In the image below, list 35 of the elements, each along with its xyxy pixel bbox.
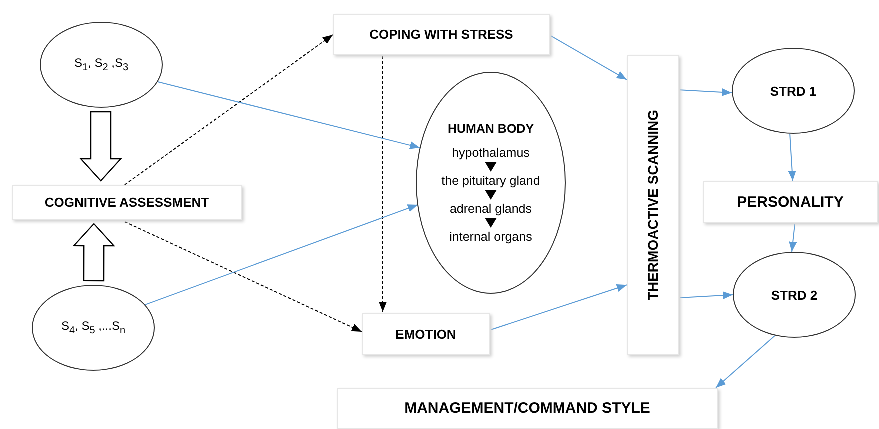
arrow <box>80 111 122 182</box>
process-box <box>703 181 878 223</box>
arrow <box>788 134 796 182</box>
arrow <box>124 222 362 332</box>
node-label: HUMAN BODY <box>448 122 534 136</box>
arrow <box>379 55 387 312</box>
process-box <box>12 185 242 220</box>
arrow <box>789 224 798 252</box>
node-label: PERSONALITY <box>737 194 844 210</box>
process-box <box>627 55 679 355</box>
body-text: adrenal glands <box>450 202 532 216</box>
process-box <box>333 14 550 55</box>
process-box <box>362 313 490 355</box>
arrow <box>716 336 776 388</box>
arrow <box>490 284 628 330</box>
arrow <box>550 36 628 80</box>
arrow <box>680 292 734 300</box>
node-label: COPING WITH STRESS <box>370 27 514 42</box>
arrow <box>680 88 732 96</box>
node-label: STRD 2 <box>771 288 818 302</box>
body-text: internal organs <box>450 230 532 244</box>
arrow <box>157 82 421 150</box>
arrow <box>124 34 334 186</box>
body-text: the pituitary gland <box>442 174 540 188</box>
node-label: MANAGEMENT/COMMAND STYLE <box>404 400 650 417</box>
process-box <box>337 388 718 429</box>
body-text: hypothalamus <box>452 146 530 160</box>
node-label: S$_{4}$, S$_{5}$ ,...S$_{n}$ <box>61 319 126 337</box>
node-label: COGNITIVE ASSESSMENT <box>44 195 210 210</box>
node-label: THERMOACTIVE SCANNING <box>645 110 661 300</box>
node-label: STRD 1 <box>770 84 817 98</box>
node-label: S$_{1}$, S$_{2}$ ,S$_{3}$ <box>74 56 129 74</box>
arrow <box>72 223 116 282</box>
node-label: EMOTION <box>396 326 456 342</box>
arrow <box>144 204 418 306</box>
